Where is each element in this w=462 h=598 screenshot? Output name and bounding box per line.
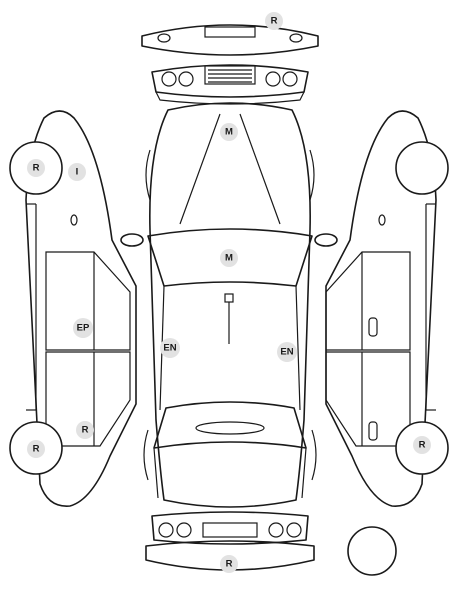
svg-text:R: R [33, 163, 40, 174]
front-grille[interactable] [151, 64, 309, 105]
svg-text:EN: EN [280, 347, 293, 358]
svg-text:M: M [225, 127, 233, 138]
svg-text:EN: EN [163, 343, 176, 354]
svg-text:R: R [271, 16, 278, 27]
svg-text:EP: EP [77, 323, 90, 334]
svg-text:R: R [82, 425, 89, 436]
right-side-view[interactable] [325, 110, 449, 507]
front-bumper[interactable] [141, 24, 319, 56]
mark-right-roof-side[interactable]: EN [277, 342, 297, 362]
mark-left-rear-quarter[interactable]: R [76, 421, 94, 439]
svg-text:R: R [226, 559, 233, 570]
mark-left-front-wheel[interactable]: R [27, 159, 45, 177]
mark-rear-bumper[interactable]: R [220, 555, 238, 573]
svg-text:I: I [76, 167, 79, 178]
mark-left-rear-wheel[interactable]: R [27, 440, 45, 458]
mark-left-rear-door[interactable]: EP [73, 318, 93, 338]
mark-left-roof-side[interactable]: EN [160, 338, 180, 358]
car-body-top-view[interactable] [120, 102, 338, 508]
svg-text:R: R [419, 440, 426, 451]
mark-front-bumper[interactable]: R [265, 12, 283, 30]
spare-wheel[interactable] [347, 526, 397, 576]
svg-text:M: M [225, 253, 233, 264]
mark-windshield[interactable]: M [220, 249, 238, 267]
mark-left-front-fender[interactable]: I [68, 163, 86, 181]
mark-hood[interactable]: M [220, 123, 238, 141]
mark-right-rear-wheel[interactable]: R [413, 436, 431, 454]
svg-text:R: R [33, 444, 40, 455]
rear-view[interactable] [145, 511, 315, 571]
